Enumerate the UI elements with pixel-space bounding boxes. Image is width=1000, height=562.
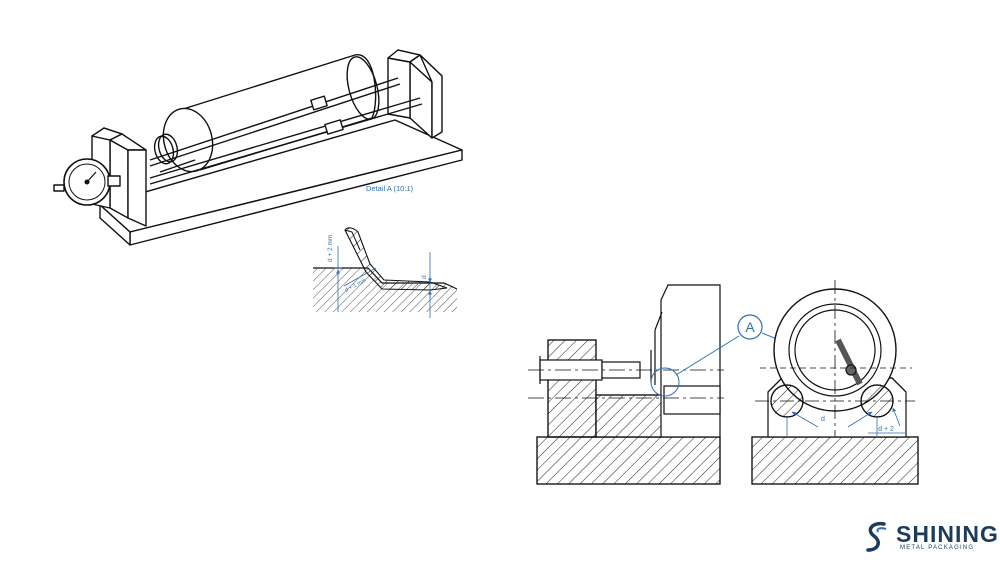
logo-name: SHINING [896, 521, 999, 547]
dim-d-plus-2mm: d + 2 mm [327, 235, 334, 262]
dim-d: d [421, 275, 428, 279]
dial-gauge [53, 158, 121, 206]
base-plate-side [99, 204, 131, 246]
front-view-dims: d d + 2 [786, 407, 905, 436]
logo-tagline: METAL PACKAGING [900, 545, 975, 551]
front-section-view [751, 280, 919, 485]
s-swirl-icon [866, 521, 887, 552]
dim-d-front: d [821, 416, 825, 423]
side-section-view [528, 284, 724, 485]
guide-rods [149, 77, 423, 185]
detail-a-view: d + 2 mm d d + 1 mm [313, 227, 458, 318]
dim-d-plus-2: d + 2 [878, 426, 894, 433]
callout-label: A [745, 319, 755, 335]
brand-logo: SHINING METAL PACKAGING [862, 520, 998, 556]
detail-title: Detail A (10:1) [366, 184, 414, 193]
isometric-fixture [53, 49, 463, 246]
